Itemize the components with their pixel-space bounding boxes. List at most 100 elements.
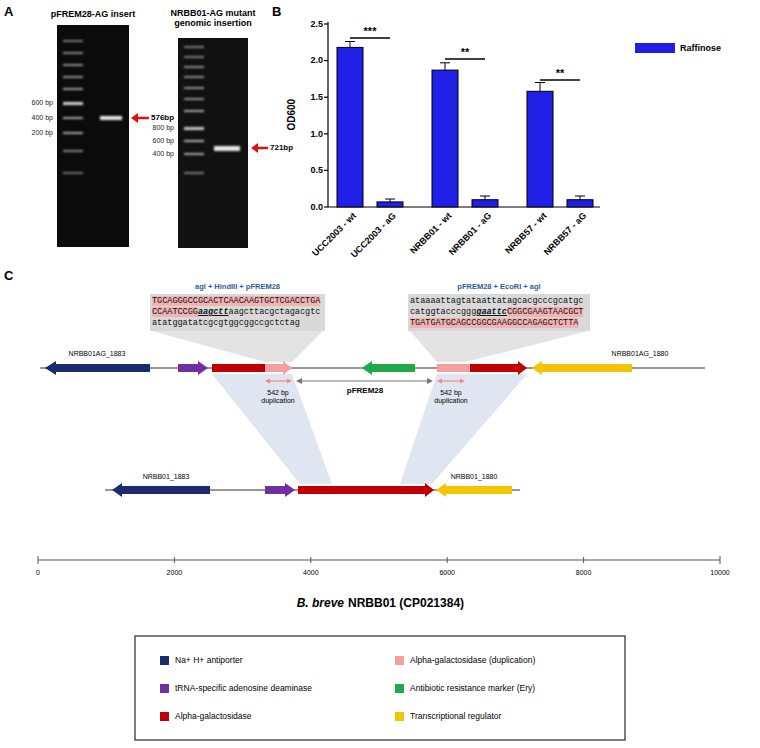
scale-label: 4000 (303, 569, 319, 577)
gel-image (100, 116, 122, 120)
gene-arrow (198, 361, 208, 375)
axis-title: OD600 (286, 99, 298, 131)
gene-arrow (45, 361, 632, 497)
chart-axis (324, 60, 328, 61)
scale-bar (310, 557, 311, 563)
gene-arrow (532, 361, 542, 375)
bar (337, 47, 593, 207)
significance-line (445, 58, 485, 60)
error-bar (345, 41, 355, 42)
gel-image (63, 150, 83, 152)
gel-title: pFREM28-AG insert (51, 9, 136, 19)
error-bar (345, 42, 585, 202)
scale-bar (38, 556, 39, 564)
gel-image (214, 146, 240, 151)
pointer-arrow (257, 147, 268, 150)
gene-id: NRBB01_1883 (143, 473, 190, 481)
gene-arrow (470, 364, 518, 372)
bar (432, 70, 458, 207)
scale-bar (38, 560, 720, 561)
gene-arrow (436, 483, 446, 497)
ladder-size: 600 bp (32, 99, 53, 107)
gene-arrow (425, 483, 434, 497)
sequence-callout: agl + HindIII + pFREM28TGCAGGGCCGCACTCAA… (150, 294, 325, 331)
panel-letter: C (4, 269, 13, 284)
plasmid-label: pFREM28 (347, 386, 383, 395)
scale-label: 10000 (710, 569, 729, 577)
legend-frame (135, 636, 625, 740)
chart-axis (324, 23, 328, 24)
legend-swatch (160, 712, 169, 721)
callout-title: pFREM28 + EcoRI + agl (408, 283, 590, 292)
pointer-arrow (131, 113, 138, 123)
gel-image (57, 25, 129, 247)
gel-image (184, 172, 204, 174)
tick-label: 0.5 (310, 165, 323, 175)
ladder-size: 200 bp (32, 129, 53, 137)
sequence-text: ataaaattagtataattatagcacgcccgcatgccatggt… (410, 296, 588, 329)
span-arrow (437, 379, 442, 384)
gene-id: NRBB01AG_1880 (612, 350, 669, 358)
error-bar (385, 199, 395, 200)
gene-arrow (45, 361, 56, 375)
legend-text: Raffinose (680, 43, 721, 53)
gene-id: NRBB01_1880 (451, 473, 498, 481)
tick-label: 0.0 (310, 202, 323, 212)
scale-label: 2000 (167, 569, 183, 577)
scale-bar (583, 557, 584, 563)
gel-image (184, 140, 204, 142)
sequence-callout: pFREM28 + EcoRI + aglataaaattagtataattat… (408, 294, 590, 331)
error-bar (445, 63, 446, 70)
gel-image (184, 66, 204, 68)
error-bar (350, 42, 351, 48)
significance-line (540, 79, 580, 81)
panel-letter: A (4, 5, 13, 20)
ladder-size: 400 bp (153, 150, 174, 158)
category-label: NRBB57 - aG (542, 210, 589, 257)
sequence-part: gaattc (476, 307, 507, 317)
scale-bar (174, 557, 175, 563)
span-arrow (268, 380, 289, 381)
gel-image (63, 52, 83, 54)
bar (377, 202, 403, 207)
chart-axis (324, 170, 328, 171)
chart-axis (328, 206, 600, 207)
error-bar (440, 62, 450, 63)
gene-arrow (265, 364, 283, 372)
bar (567, 200, 593, 207)
significance-line (350, 38, 580, 80)
chart-axis (324, 206, 328, 207)
panel-letter: B (272, 5, 281, 20)
gel-image (57, 25, 129, 247)
error-bar (485, 196, 486, 200)
callout-wedge (152, 331, 323, 362)
legend-text: Alpha-galactosidase (duplication) (410, 656, 535, 666)
sequence-text: TGCAGGGCCGCACTCAACAAGTGCTCGACCTGACCAATCC… (152, 296, 323, 329)
homology-wedge (212, 374, 527, 484)
gel-image (63, 76, 83, 78)
gene-arrow (212, 364, 265, 372)
significance-mark: *** (364, 25, 377, 38)
gel-title: NRBB01-AG mutant genomic insertion (157, 8, 269, 29)
category-label: NRBB01 - aG (447, 210, 494, 257)
homology-wedge (212, 374, 332, 484)
gene-arrow (362, 361, 372, 375)
gel-image (184, 76, 204, 78)
legend-text: tRNA-specific adenosine deaminase (175, 684, 312, 694)
span-arrow (427, 378, 433, 384)
chart-axis (324, 133, 328, 134)
error-bar (540, 83, 541, 92)
legend-text: Antibiotic resistance marker (Ery) (410, 684, 535, 694)
chart-axis (324, 22, 600, 207)
error-bar (535, 82, 545, 83)
region-label: 542 bp duplication (426, 389, 476, 405)
gel-image (178, 38, 248, 248)
gel-image (63, 117, 83, 119)
legend-frame (135, 636, 625, 740)
gene-arrow (446, 486, 512, 494)
tick-label: 2.5 (310, 19, 323, 29)
gel-image (184, 56, 204, 58)
span-arrow (460, 379, 465, 384)
